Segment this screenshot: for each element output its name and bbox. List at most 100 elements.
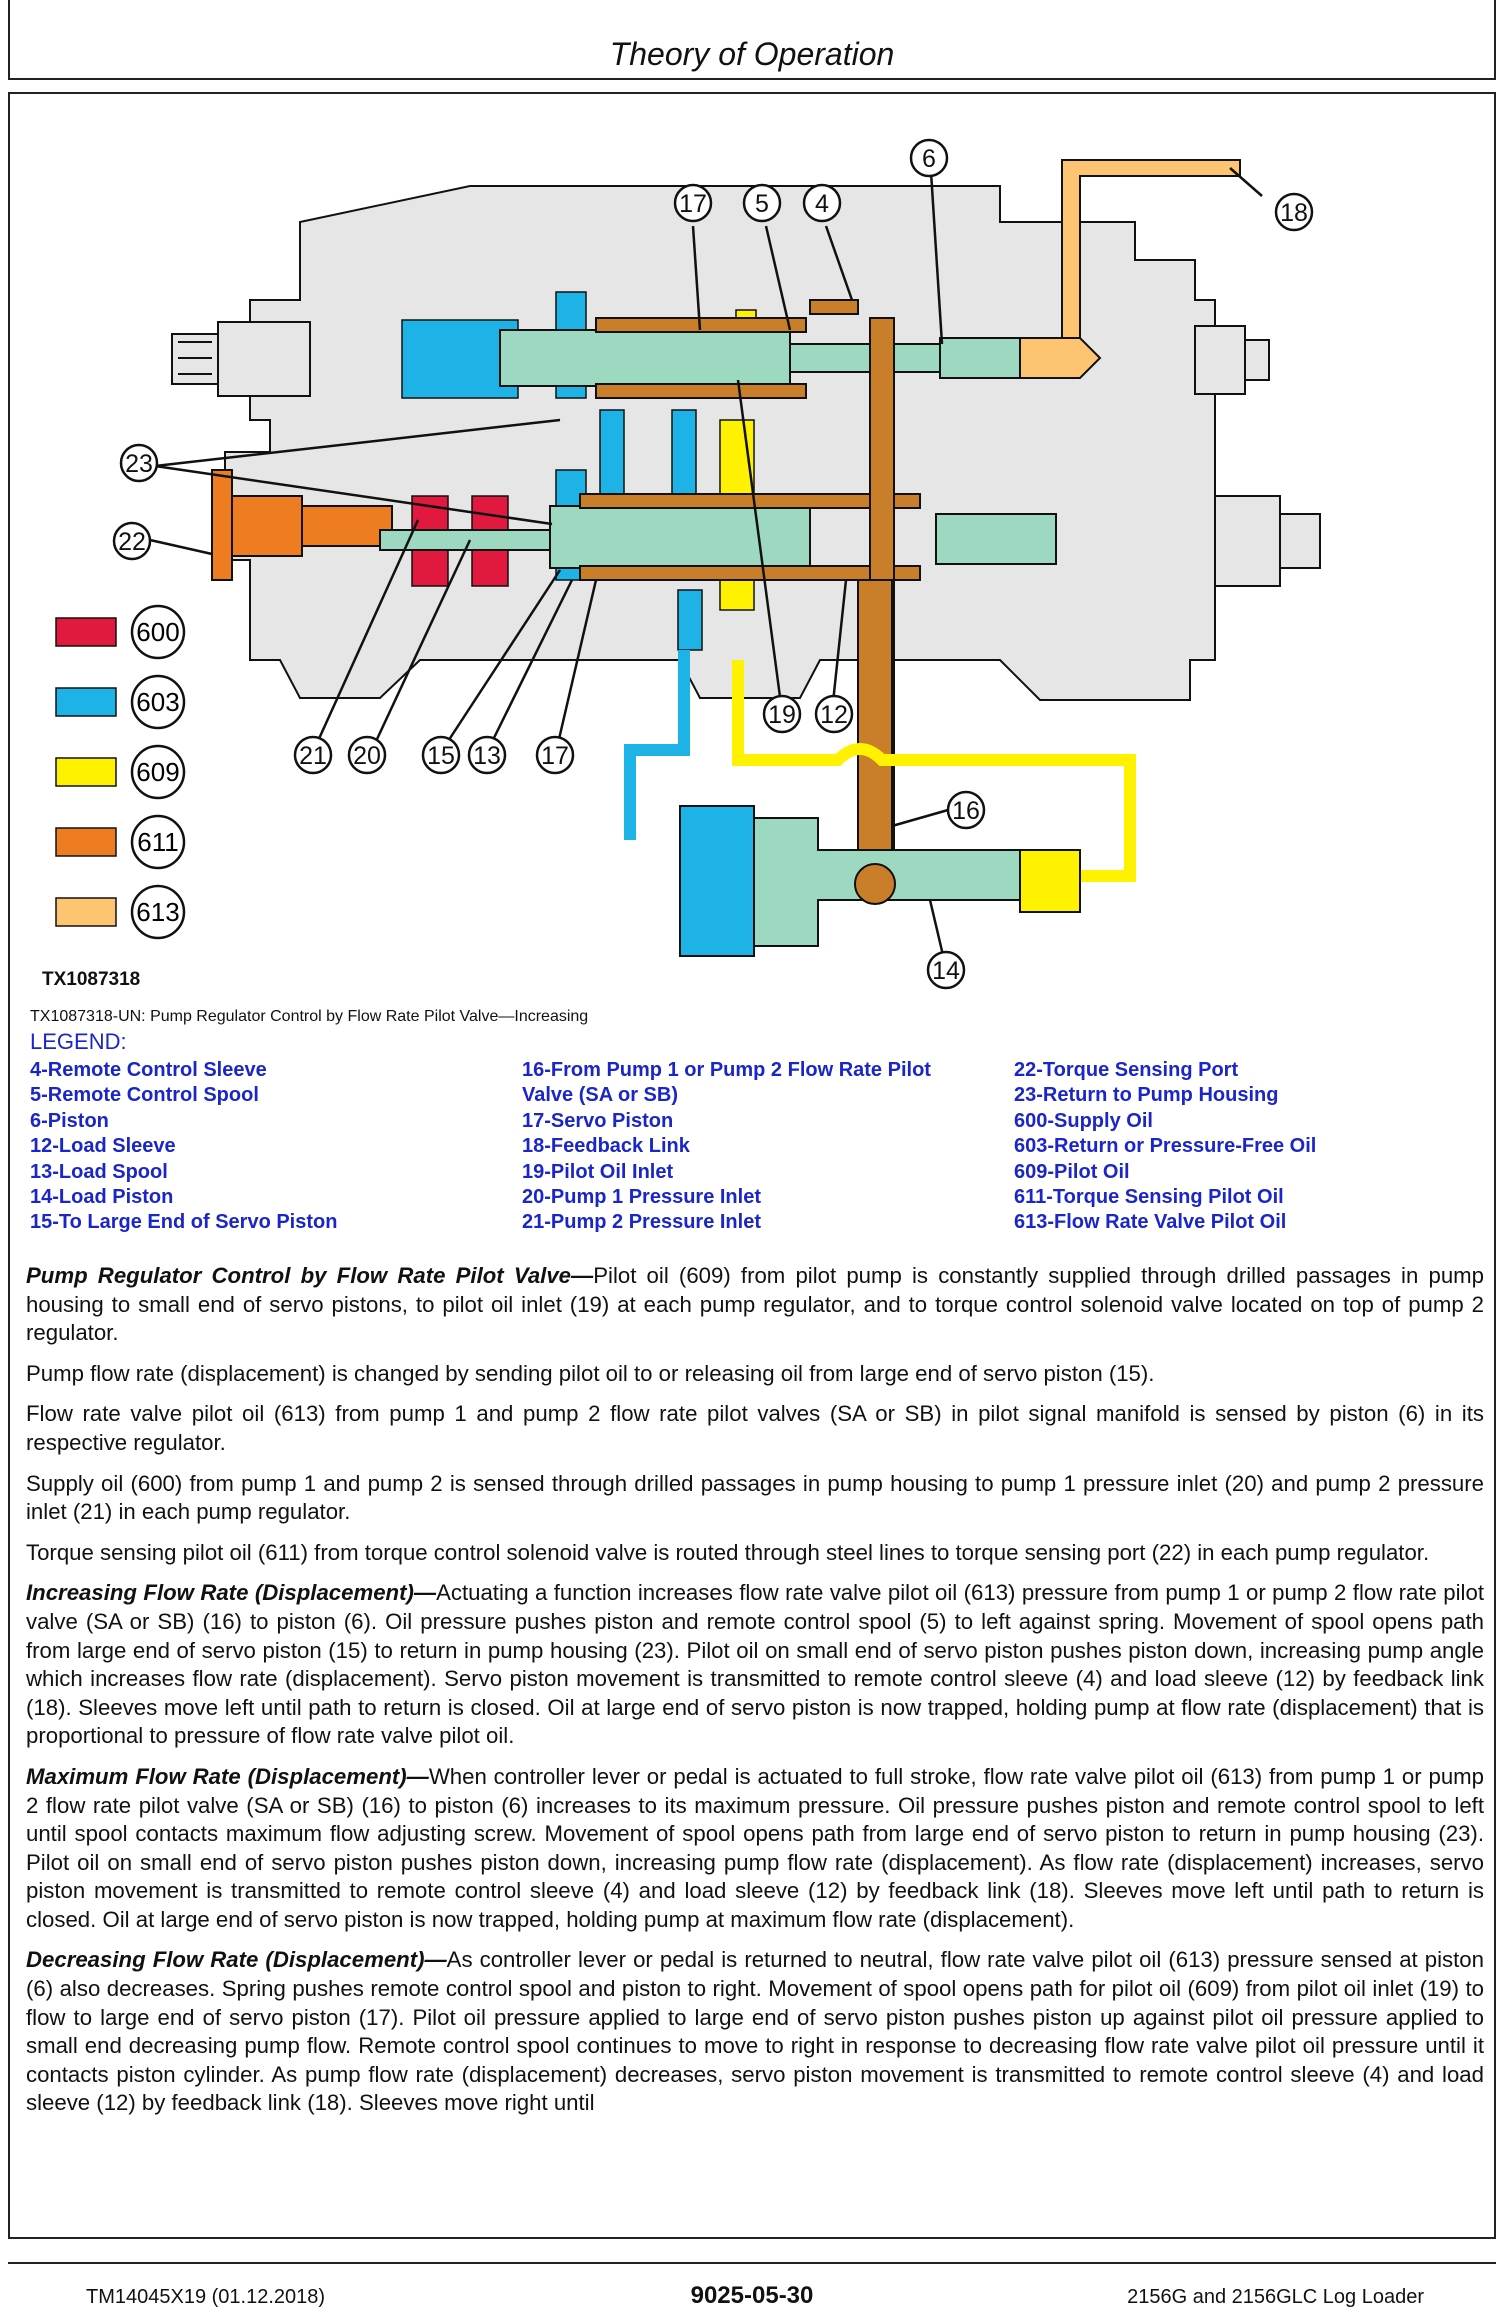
svg-text:21: 21 [299,742,327,770]
torque-sensing-port [211,469,393,581]
svg-text:18: 18 [1280,199,1308,227]
legend-item: 613-Flow Rate Valve Pilot Oil [1014,1211,1287,1234]
legend-item: 15-To Large End of Servo Piston [30,1211,338,1234]
paragraph: Pump Regulator Control by Flow Rate Pilo… [26,1262,1484,1348]
left-end-cap [171,321,311,397]
legend-item: 22-Torque Sensing Port [1014,1059,1239,1081]
feedback-link [854,579,896,901]
svg-text:23: 23 [125,450,153,478]
svg-text:13: 13 [473,742,501,770]
legend-item: 13-Load Spool [30,1160,168,1183]
paragraph-lead: Increasing Flow Rate (Displacement)— [26,1580,437,1606]
legend-item: 12-Load Sleeve [30,1135,176,1158]
paragraph-text: As controller lever or pedal is returned… [26,1947,1484,2116]
legend-item: 16-From Pump 1 or Pump 2 Flow Rate Pilot [522,1059,931,1081]
paragraph: Increasing Flow Rate (Displacement)—Actu… [26,1579,1484,1751]
paragraph-text: Actuating a function increases flow rate… [26,1580,1484,1749]
color-key: 600 603 609 611 613 [55,604,186,940]
legend-item: 20-Pump 1 Pressure Inlet [522,1186,761,1209]
callout-12: 12 [814,694,854,734]
body-text: Pump Regulator Control by Flow Rate Pilo… [26,1262,1484,2130]
legend-item: Valve (SA or SB) [522,1084,678,1107]
legend-item: 14-Load Piston [30,1186,174,1209]
legend-item: 18-Feedback Link [522,1135,690,1158]
callout-18: 16 [946,790,986,830]
content-frame [8,92,1496,2239]
color-code-label: 611 [137,827,178,857]
svg-text:12: 12 [820,701,848,729]
svg-text:15: 15 [427,742,455,770]
callout-4: 4 [802,183,842,223]
legend-item: 4-Remote Control Sleeve [30,1059,267,1081]
callout-15-top: 17 [673,183,713,223]
paragraph: Torque sensing pilot oil (611) from torq… [26,1539,1430,1565]
callout-17: 14 [926,950,966,990]
svg-text:20: 20 [353,742,381,770]
paragraph-lead: Pump Regulator Control by Flow Rate Pilo… [26,1263,594,1288]
remote-control-sleeve [595,299,859,399]
callout-20: 20 [347,735,387,775]
color-code-label: 600 [136,617,179,647]
figure-reference: TX1087318 [42,969,141,990]
color-code-circle [130,814,186,870]
color-code-label: 613 [136,897,179,927]
title-frame: Theory of Operation [8,0,1496,80]
callout-6: 6 [909,138,949,178]
color-swatch-611 [55,827,117,857]
svg-text:16: 16 [952,797,980,825]
color-code-label: 609 [136,757,179,787]
svg-text:17: 17 [679,190,707,218]
color-code-label: 603 [136,687,179,717]
legend-item: 19-Pilot Oil Inlet [522,1160,674,1183]
callout-14: 15 [421,735,461,775]
legend-column-3: 22-Torque Sensing Port 23-Return to Pump… [1014,1058,1316,1236]
legend-item: 21-Pump 2 Pressure Inlet [522,1211,761,1234]
load-spool [379,505,1057,569]
supply-oil-chambers [411,495,509,587]
paragraph-text: When controller lever or pedal is actuat… [26,1763,1484,1932]
legend-item: 5-Remote Control Spool [30,1084,259,1107]
callout-5: 5 [742,183,782,223]
callout-21: 21 [293,735,333,775]
callout-13: 13 [467,735,507,775]
servo-lines [624,650,1136,882]
svg-text:5: 5 [755,190,769,218]
figure-caption: TX1087318-UN: Pump Regulator Control by … [30,1008,589,1025]
legend-column-1: 4-Remote Control Sleeve 5-Remote Control… [30,1058,337,1236]
svg-text:14: 14 [932,957,960,985]
right-end-cap [1194,325,1321,587]
callout-19: 19 [762,694,802,734]
legend-item: 609-Pilot Oil [1014,1160,1130,1183]
paragraph: Flow rate valve pilot oil (613) from pum… [26,1401,1484,1455]
paragraph: Pump flow rate (displacement) is changed… [26,1360,1155,1386]
callout-22: 22 [112,521,152,561]
color-code-circle [130,604,186,660]
svg-text:19: 19 [768,701,796,729]
callout-leader-lines [149,167,1263,969]
servo-piston [679,805,1081,957]
color-code-circle [130,674,186,730]
legend-item: 6-Piston [30,1109,109,1132]
paragraph: Decreasing Flow Rate (Displacement)—As c… [26,1946,1484,2118]
callout-16: 18 [1274,192,1314,232]
paragraph: Supply oil (600) from pump 1 and pump 2 … [26,1470,1484,1525]
footer-page-number: 9025-05-30 [690,2282,814,2309]
legend-title: LEGEND: [30,1029,127,1054]
flow-rate-pilot-oil [1019,159,1241,379]
color-swatch-600 [55,617,117,647]
legend-item: 603-Return or Pressure-Free Oil [1014,1135,1317,1158]
footer-model: 2156G and 2156GLC Log Loader [1127,2286,1424,2308]
legend-column-2: 16-From Pump 1 or Pump 2 Flow Rate Pilot… [522,1058,931,1236]
color-swatch-609 [55,757,117,787]
svg-text:22: 22 [118,528,146,556]
legend-item: 600-Supply Oil [1014,1109,1153,1132]
footer-doc-id: TM14045X19 (01.12.2018) [86,2286,326,2308]
svg-text:6: 6 [922,145,936,173]
paragraph: Maximum Flow Rate (Displacement)—When co… [26,1763,1484,1935]
svg-text:4: 4 [815,190,829,218]
legend-item: 611-Torque Sensing Pilot Oil [1014,1186,1284,1209]
svg-text:17: 17 [541,742,569,770]
page-title: Theory of Operation [609,36,895,72]
legend-item: 17-Servo Piston [522,1109,674,1132]
